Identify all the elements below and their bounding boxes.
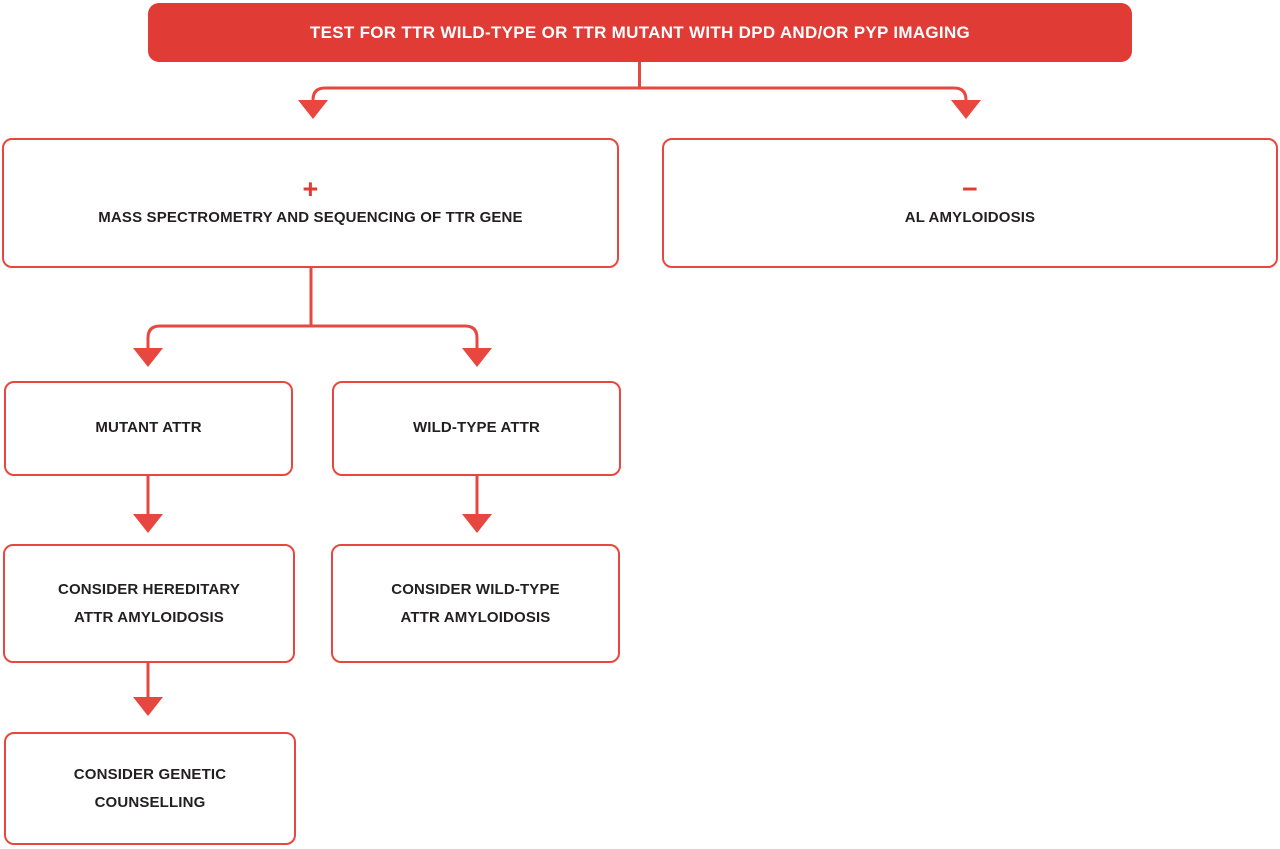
node-negative-al-amyloidosis: − AL AMYLOIDOSIS <box>662 138 1278 268</box>
node-mutant-attr-label: MUTANT ATTR <box>95 419 202 437</box>
arrowhead-down-icon <box>133 514 163 533</box>
arrowhead-down-icon <box>462 514 492 533</box>
node-consider-hereditary-line2: ATTR AMYLOIDOSIS <box>74 608 224 626</box>
node-consider-hereditary-attr: CONSIDER HEREDITARY ATTR AMYLOIDOSIS <box>3 544 295 663</box>
arrowhead-down-icon <box>951 100 981 119</box>
arrowhead-down-icon <box>462 348 492 367</box>
node-negative-al-amyloidosis-label: AL AMYLOIDOSIS <box>904 208 1036 226</box>
node-consider-hereditary-line1: CONSIDER HEREDITARY <box>57 580 241 598</box>
node-test-imaging-label: TEST FOR TTR WILD-TYPE OR TTR MUTANT WIT… <box>309 22 971 42</box>
minus-sign-icon: − <box>962 173 978 204</box>
node-consider-genetic-counselling: CONSIDER GENETIC COUNSELLING <box>4 732 296 845</box>
node-consider-genetic-line2: COUNSELLING <box>94 793 206 811</box>
connector-mutant-hereditary <box>133 475 163 533</box>
arrowhead-down-icon <box>133 348 163 367</box>
node-consider-wild-type-line2: ATTR AMYLOIDOSIS <box>400 608 551 626</box>
node-consider-wild-type-line1: CONSIDER WILD-TYPE <box>391 580 560 598</box>
node-consider-genetic-line1: CONSIDER GENETIC <box>73 765 227 783</box>
node-consider-wild-type-attr: CONSIDER WILD-TYPE ATTR AMYLOIDOSIS <box>331 544 620 663</box>
node-test-imaging: TEST FOR TTR WILD-TYPE OR TTR MUTANT WIT… <box>148 3 1132 62</box>
connector-masspec-branch <box>133 267 492 367</box>
node-positive-mass-spec: + MASS SPECTROMETRY AND SEQUENCING OF TT… <box>2 138 619 268</box>
arrowhead-down-icon <box>133 697 163 716</box>
node-positive-mass-spec-label: MASS SPECTROMETRY AND SEQUENCING OF TTR … <box>98 208 523 226</box>
node-mutant-attr: MUTANT ATTR <box>4 381 293 476</box>
connector-hereditary-genetic <box>133 662 163 716</box>
connector-root-branch <box>298 61 981 119</box>
node-wild-type-attr-label: WILD-TYPE ATTR <box>412 419 541 437</box>
plus-sign-icon: + <box>302 173 319 204</box>
arrowhead-down-icon <box>298 100 328 119</box>
node-wild-type-attr: WILD-TYPE ATTR <box>332 381 621 476</box>
connector-wildtype-consider <box>462 475 492 533</box>
